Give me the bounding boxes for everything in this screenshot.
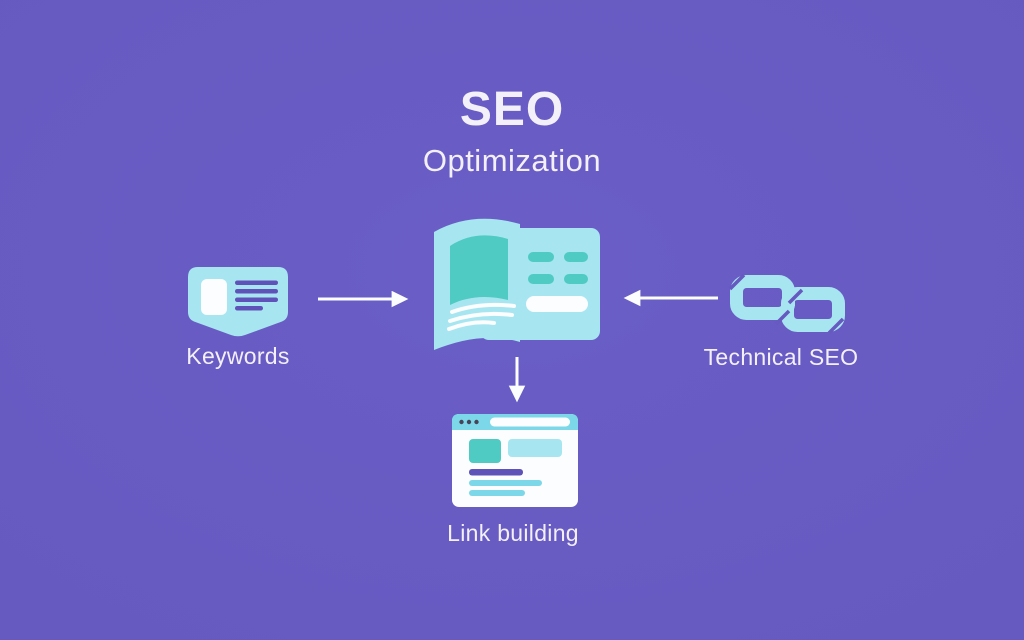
chain-right-link	[781, 287, 845, 332]
content-thumbnail	[469, 439, 501, 463]
browser-dot	[474, 419, 479, 425]
page-line	[450, 302, 516, 314]
page-line	[448, 311, 514, 323]
address-bar	[490, 417, 570, 427]
content-line	[469, 469, 523, 476]
browser-dot	[466, 419, 472, 425]
book-text-dash	[564, 274, 588, 284]
book-text-dash	[528, 274, 554, 284]
link-building-label: Link building	[447, 520, 579, 546]
text-line	[235, 289, 278, 294]
open-book-icon	[434, 218, 600, 350]
text-line	[235, 297, 278, 302]
text-line	[235, 280, 278, 285]
diagram-subtitle: Optimization	[422, 143, 602, 178]
book-page-image	[450, 235, 508, 305]
bevel-cut	[774, 309, 791, 326]
book-text-dash	[528, 252, 554, 262]
content-block	[508, 439, 562, 457]
chain-left-link	[730, 275, 795, 320]
keyword-card-icon	[188, 267, 288, 337]
content-line	[469, 490, 525, 496]
book-text-dash	[564, 252, 588, 262]
page-line	[447, 320, 496, 331]
browser-dot	[459, 419, 464, 425]
keywords-label: Keywords	[186, 343, 290, 369]
bevel-cut	[728, 273, 746, 291]
text-line	[235, 306, 263, 311]
content-line	[469, 480, 542, 486]
diagram-title: SEO	[459, 83, 565, 136]
bevel-cut	[827, 317, 845, 334]
bevel-cut	[787, 288, 804, 305]
browser-window-icon	[452, 414, 578, 507]
chain-link-icon	[728, 273, 845, 334]
technical-seo-label: Technical SEO	[703, 344, 859, 370]
card-image-placeholder	[201, 279, 227, 315]
book-button-pill	[526, 296, 588, 312]
